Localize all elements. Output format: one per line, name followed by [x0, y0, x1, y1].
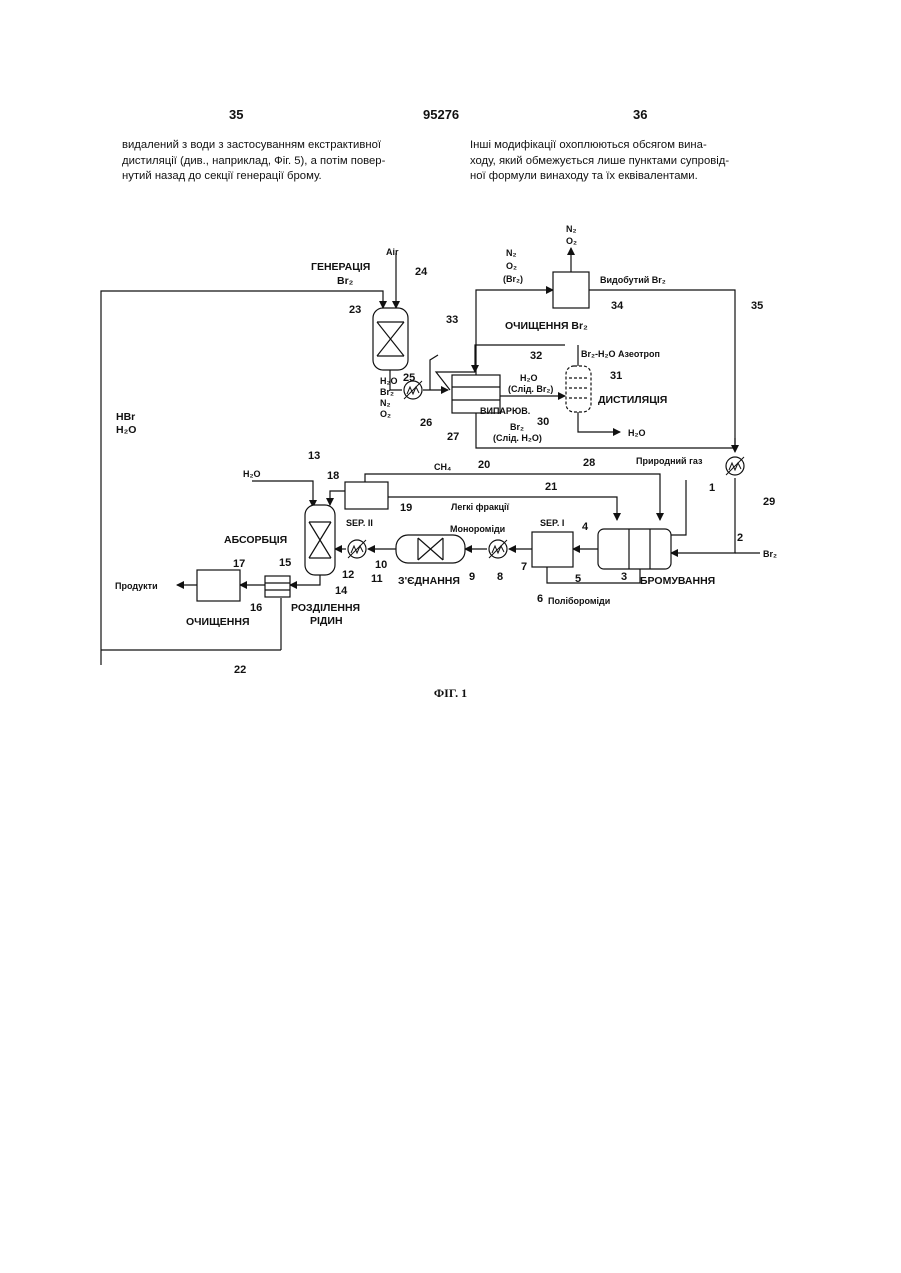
- label-absorption: АБСОРБЦІЯ: [224, 534, 287, 546]
- label-br2-purification: ОЧИЩЕННЯ Br₂: [505, 320, 588, 332]
- ref-number: 21: [545, 481, 557, 493]
- label-h2o-bottom: H₂O: [628, 428, 646, 438]
- ref-number: 20: [478, 459, 490, 471]
- label-h2o-recycle: H₂O: [116, 424, 136, 436]
- ref-number: 19: [400, 502, 412, 514]
- label-distillation: ДИСТИЛЯЦІЯ: [598, 394, 667, 406]
- bromination-reactor: [598, 529, 671, 569]
- heat-exchanger-8: [489, 540, 507, 558]
- ref-number: 26: [420, 417, 432, 429]
- ref-number: 15: [279, 557, 291, 569]
- diagram-labels: Air ГЕНЕРАЦІЯ Br₂ N₂ O₂ (Br₂) N₂ O₂ Видо…: [115, 224, 777, 628]
- ref-number: 33: [446, 314, 458, 326]
- label-hbr: HBr: [116, 411, 135, 423]
- label-natural-gas: Природний газ: [636, 456, 703, 466]
- label-monobromides: Монороміди: [450, 524, 505, 534]
- ref-number: 4: [582, 521, 589, 533]
- ref-number: 27: [447, 431, 459, 443]
- ref-number: 24: [415, 266, 428, 278]
- ref-number: 5: [575, 573, 581, 585]
- label-h2o: H₂O: [380, 376, 398, 386]
- label-n2-in: N₂: [506, 248, 517, 258]
- ref-number: 22: [234, 664, 246, 676]
- ref-number: 29: [763, 496, 775, 508]
- label-air: Air: [386, 247, 399, 257]
- ref-number: 11: [371, 573, 383, 585]
- ref-number: 12: [342, 569, 354, 581]
- label-liquid-separation: РОЗДІЛЕННЯ: [291, 602, 360, 614]
- ref-number: 16: [250, 602, 262, 614]
- label-liquids: РІДИН: [310, 615, 343, 627]
- ref-number: 31: [610, 370, 622, 382]
- label-n2: N₂: [380, 398, 391, 408]
- label-br2-traces: Br₂: [510, 422, 524, 432]
- ref-number: 35: [751, 300, 763, 312]
- label-br2-generation: Br₂: [337, 275, 354, 287]
- label-h2o-traces: H₂O: [520, 373, 538, 383]
- label-o2-out: O₂: [566, 236, 577, 246]
- label-n2-out: N₂: [566, 224, 577, 234]
- label-evaporation: ВИПАРЮВ.: [480, 406, 530, 416]
- label-br2-paren: (Br₂): [503, 274, 523, 284]
- label-sep2: SEP. II: [346, 518, 373, 528]
- label-coupling: З'ЄДНАННЯ: [398, 575, 460, 587]
- label-bromination: БРОМУВАННЯ: [640, 575, 715, 587]
- label-azeotrope: Br₂-H₂O Азеотроп: [581, 349, 660, 359]
- ref-number: 9: [469, 571, 475, 583]
- label-traces-h2o: (Слід. H₂O): [493, 433, 542, 443]
- distillation-column: [566, 366, 591, 412]
- ref-number: 25: [403, 372, 415, 384]
- product-purification-unit: [197, 570, 240, 601]
- ref-number: 1: [709, 482, 715, 494]
- label-generation: ГЕНЕРАЦІЯ: [311, 261, 370, 273]
- br2-purification-unit: [553, 272, 589, 308]
- ref-number: 23: [349, 304, 361, 316]
- heat-exchanger-29: [726, 457, 744, 475]
- label-light-fractions: Легкі фракції: [451, 502, 509, 512]
- ref-number: 34: [611, 300, 624, 312]
- ref-number: 13: [308, 450, 320, 462]
- heat-exchanger-11: [348, 540, 366, 558]
- label-products: Продукти: [115, 581, 158, 591]
- ref-number: 14: [335, 585, 348, 597]
- ref-number: 2: [737, 532, 743, 544]
- ref-number: 17: [233, 558, 245, 570]
- figure-caption: ФІГ. 1: [0, 686, 901, 701]
- label-h2o-in: H₂O: [243, 469, 261, 479]
- ref-number: 10: [375, 559, 387, 571]
- ref-number: 28: [583, 457, 595, 469]
- ref-number: 18: [327, 470, 339, 482]
- label-br2-in: Br₂: [763, 549, 777, 559]
- ref-number: 3: [621, 571, 627, 583]
- label-o2: O₂: [380, 409, 391, 419]
- liquid-separator: [265, 576, 290, 597]
- separator-2: [345, 482, 388, 509]
- label-purification: ОЧИЩЕННЯ: [186, 616, 250, 628]
- label-br2: Br₂: [380, 387, 394, 397]
- ref-number: 6: [537, 593, 543, 605]
- ref-number: 30: [537, 416, 549, 428]
- label-sep1: SEP. I: [540, 518, 564, 528]
- ref-number: 7: [521, 561, 527, 573]
- ref-number: 8: [497, 571, 503, 583]
- equipment: [197, 272, 744, 601]
- label-o2-in: O₂: [506, 261, 517, 271]
- label-polybromides: Полібороміди: [548, 596, 610, 606]
- ref-number: 32: [530, 350, 542, 362]
- label-ch4: CH₄: [434, 462, 451, 472]
- label-traces-br2: (Слід. Br₂): [508, 384, 553, 394]
- label-recovered-br2: Видобутий Br₂: [600, 275, 666, 285]
- separator-1: [532, 532, 573, 567]
